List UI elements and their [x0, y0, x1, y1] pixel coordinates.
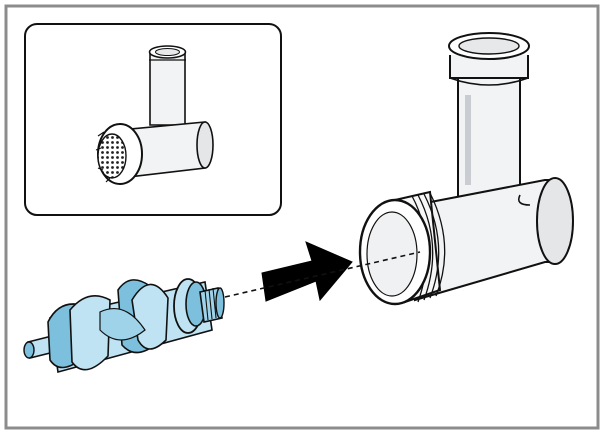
auger-screw-icon	[23, 278, 225, 374]
assembled-view-inset	[24, 23, 282, 216]
alignment-guide-line	[224, 251, 421, 298]
insert-arrow-icon	[261, 241, 353, 302]
meat-grinder-assembled-icon	[95, 45, 214, 185]
grinder-housing-icon	[358, 32, 574, 306]
